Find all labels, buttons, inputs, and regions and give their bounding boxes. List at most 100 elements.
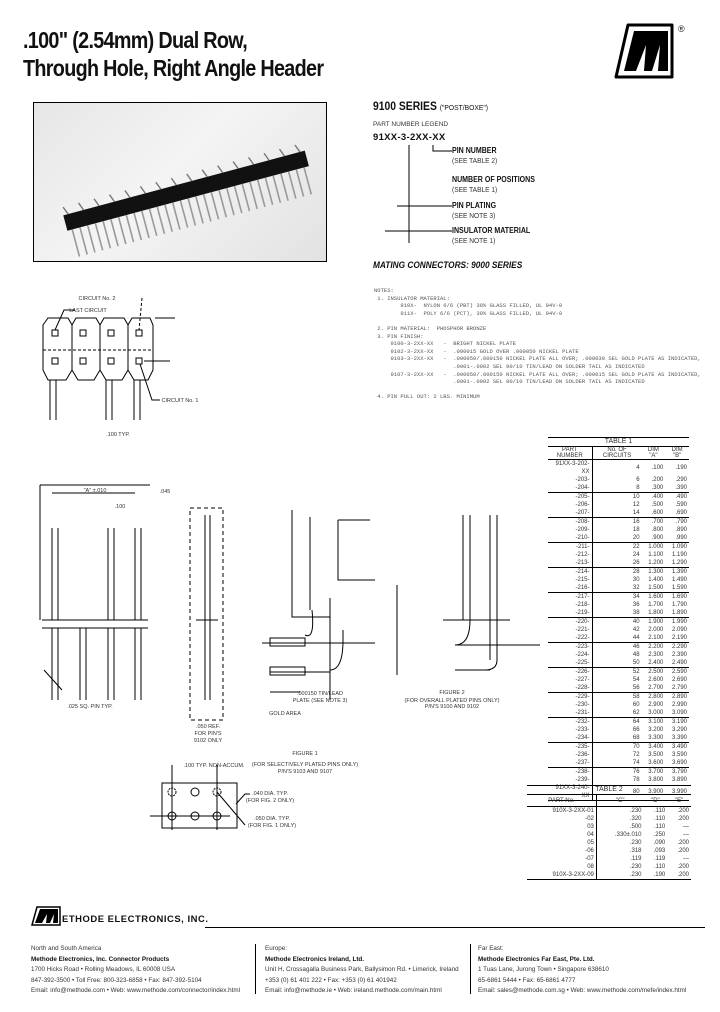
table-header: DIM "A": [641, 446, 666, 460]
table-cell: .800: [651, 527, 664, 533]
footer-brand: ETHODE ELECTRONICS, INC.: [62, 914, 209, 924]
table-cell: 74: [592, 759, 642, 768]
table-cell: 46: [632, 644, 640, 650]
table-cell: 36: [632, 602, 640, 608]
table-cell: 1.600: [648, 594, 664, 600]
table-cell: 2.800: [648, 694, 664, 700]
table-cell: .390: [665, 484, 689, 493]
table-cell: 3.490: [671, 744, 687, 750]
table-row: -210-20.900.990: [548, 534, 689, 543]
table-cell: -209-: [548, 526, 593, 534]
svg-text:GOLD AREA: GOLD AREA: [269, 711, 301, 717]
table-cell: -238-: [548, 767, 593, 776]
svg-text:FIGURE 2: FIGURE 2: [439, 690, 464, 696]
table-cell: 2.690: [671, 677, 687, 683]
table-cell: .110: [654, 816, 666, 822]
svg-text:PLATE (SEE NOTE 3): PLATE (SEE NOTE 3): [293, 698, 348, 704]
table-cell: .290: [675, 477, 687, 483]
table-row: -07.119.119—: [527, 855, 691, 863]
table-cell: -237-: [548, 759, 593, 768]
legend-leader-lines: [385, 145, 452, 243]
footer-phone: 65-6861 5444 • Fax: 65-6861 4777: [478, 976, 576, 984]
table-cell: -234-: [548, 734, 593, 743]
table-cell: -221-: [548, 626, 593, 634]
table-cell: 56: [592, 684, 642, 693]
table-cell: -231-: [548, 709, 593, 718]
table-cell: 2.790: [665, 684, 689, 693]
table-cell: 34: [632, 594, 640, 600]
table-cell: .200: [677, 808, 689, 814]
table-cell: 1.690: [671, 594, 687, 600]
table-cell: -232-: [548, 717, 593, 726]
table-cell: -206-: [548, 501, 593, 509]
table-2-body: 910X-3-2XX-01.230.110.200-02.320.110.200…: [527, 806, 691, 880]
table-cell: 48: [632, 652, 640, 658]
footer-email-web-link[interactable]: Email: info@methode.ie • Web: ireland.me…: [265, 987, 442, 994]
table-cell: 24: [632, 552, 640, 558]
table-cell: 08: [527, 863, 597, 871]
table-cell: 8: [592, 484, 642, 493]
table-cell: .300: [641, 484, 666, 493]
table-cell: .200: [667, 871, 691, 880]
svg-text:.100: .100: [115, 504, 126, 510]
footer-email-web-link[interactable]: Email: info@methode.com • Web: www.metho…: [31, 987, 241, 994]
table-cell: 3.390: [665, 734, 689, 743]
table-cell: 30: [632, 577, 640, 583]
table-cell: 2.190: [665, 634, 689, 643]
table-cell: 1.490: [671, 577, 687, 583]
footer-region: North and South America: [31, 945, 102, 952]
table-cell: 3.000: [641, 709, 666, 718]
table-cell: -224-: [548, 651, 593, 659]
svg-text:(FOR FIG. 1 ONLY): (FOR FIG. 1 ONLY): [248, 823, 296, 829]
footer-americas: North and South America Methode Electron…: [31, 944, 240, 997]
table-cell: -227-: [548, 676, 593, 684]
table-cell: 70: [632, 744, 640, 750]
table-cell: 1.000: [648, 544, 664, 550]
footer-company: Methode Electronics Far East, Pte. Ltd.: [478, 955, 595, 963]
footer-phone: 847-392-3500 • Toll Free: 800-323-6858 •…: [31, 976, 202, 984]
side-view-drawing: [189, 507, 224, 721]
table-header: "D": [643, 794, 668, 807]
table-cell: 62: [592, 709, 642, 718]
table-row: -208-16.700.790: [548, 517, 689, 526]
top-view-drawing: [42, 297, 175, 420]
table-cell: 3.400: [648, 744, 664, 750]
table-cell: 2.900: [648, 702, 664, 708]
part-number-legend-label: PART NUMBER LEGEND: [373, 121, 449, 128]
table-cell: 3.790: [671, 769, 687, 775]
table-row: 05.230.090.200: [527, 839, 691, 847]
svg-text:9102 ONLY: 9102 ONLY: [194, 738, 223, 744]
table-cell: 910X-3-2XX-01: [527, 806, 597, 815]
table-cell: 78: [632, 777, 640, 783]
footer-email-web-link[interactable]: Email: sales@methode.com.sg • Web: www.m…: [478, 987, 687, 994]
footer-divider: [470, 944, 471, 994]
table-cell: —: [683, 832, 689, 838]
table-header: DIM "B": [665, 446, 689, 460]
table-cell: 1.900: [648, 619, 664, 625]
table-row: -02.320.110.200: [527, 815, 691, 823]
svg-text:P/N'S 9100 AND 9102: P/N'S 9100 AND 9102: [425, 704, 479, 710]
table-cell: 38: [592, 609, 642, 618]
table-cell: .790: [675, 519, 687, 525]
table-cell: -236-: [548, 751, 593, 759]
table-cell: 1.400: [648, 577, 664, 583]
table-cell: .900: [641, 534, 666, 543]
svg-text:P/N'S 9103 AND 9107: P/N'S 9103 AND 9107: [278, 769, 332, 775]
table-cell: 1.290: [665, 559, 689, 568]
table-row: 08.230.110.200: [527, 863, 691, 871]
table-cell: 3.300: [641, 734, 666, 743]
table-cell: .690: [665, 509, 689, 518]
